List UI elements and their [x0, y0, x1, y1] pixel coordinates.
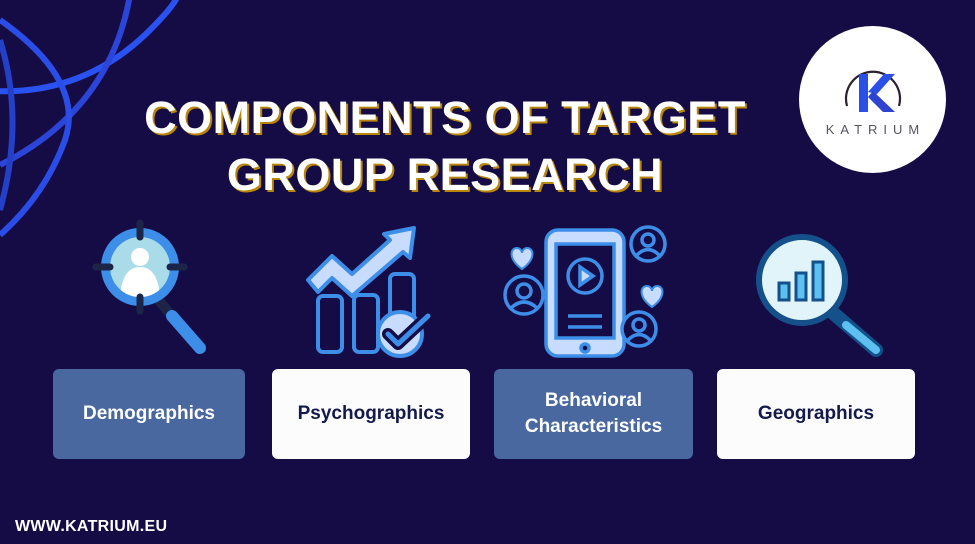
card-geographics: Geographics	[717, 369, 915, 459]
card-label: Demographics	[83, 403, 215, 425]
k-logo-mark-icon	[844, 70, 902, 112]
magnifier-bar-chart-icon	[756, 234, 883, 357]
website-url: WWW.KATRIUM.EU	[15, 518, 168, 535]
phone-video-social-icon	[503, 225, 667, 358]
card-label: Psychographics	[297, 403, 445, 425]
card-demographics: Demographics	[53, 369, 245, 459]
card-label: Behavioral Characteristics	[524, 390, 663, 437]
growth-chart-check-icon	[306, 226, 434, 358]
globe-lines-decoration	[0, 0, 180, 238]
card-psychographics: Psychographics	[272, 369, 470, 459]
card-label: Geographics	[757, 403, 875, 425]
logo-wordmark: KATRIUM	[825, 122, 926, 137]
page-title-line-2: GROUP RESEARCH	[226, 149, 664, 200]
katrium-logo: KATRIUM	[799, 26, 946, 173]
page-title-line-1: COMPONENTS OF TARGET	[144, 92, 746, 143]
person-target-magnifier-icon	[92, 219, 206, 354]
card-behavioral-characteristics: Behavioral Characteristics	[494, 369, 693, 459]
